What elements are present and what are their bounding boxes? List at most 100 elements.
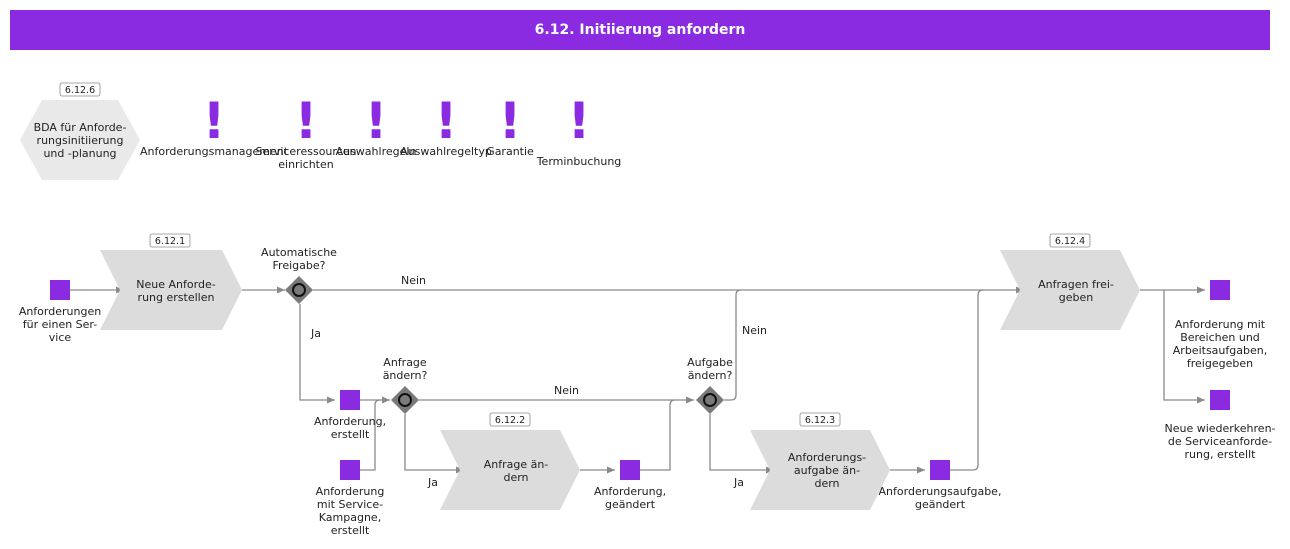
function-label: rung erstellen (138, 291, 215, 304)
edge-label-nein-2: Nein (554, 384, 579, 397)
hexagon-label-2: rungsinitiierung (37, 134, 124, 147)
event-label: de Serviceanforde- (1168, 435, 1272, 448)
function-shape (440, 430, 580, 510)
event-anforderung-kampagne[interactable]: Anforderung mit Service- Kampagne, erste… (316, 460, 385, 537)
id-badge (149, 233, 191, 248)
alert-label: Auswahlregeltyp (400, 145, 492, 158)
event-label: erstellt (331, 524, 370, 537)
alert-label: Serviceressourcen (256, 145, 357, 158)
gateway-or-icon (703, 393, 717, 407)
event-wiederkehrende-anforderung[interactable]: Neue wiederkehren- de Serviceanforde- ru… (1164, 390, 1276, 461)
event-label: geändert (915, 498, 966, 511)
edge-label-ja-2: Ja (427, 476, 438, 489)
flow-gw1-ja-to-created (299, 304, 335, 404)
event-anforderung-freigegeben[interactable]: Anforderung mit Bereichen und Arbeitsauf… (1173, 280, 1267, 370)
event-anforderungsaufgabe-geaendert[interactable]: Anforderungsaufgabe, geändert (879, 460, 1002, 511)
event-label: für einen Ser- (23, 318, 97, 331)
event-anforderungen-service[interactable]: Anforderungen für einen Ser- vice (19, 280, 101, 344)
event-label: Anforderung, (594, 485, 666, 498)
gateway-label: ändern? (688, 369, 733, 382)
gateway-aufgabe-aendern[interactable]: Aufgabe ändern? (687, 356, 733, 414)
event-label: Anforderungsaufgabe, (879, 485, 1002, 498)
event-anforderung-geaendert[interactable]: Anforderung, geändert (594, 460, 666, 511)
gateway-or-icon (398, 393, 412, 407)
alert-label: Auswahlregeln (336, 145, 417, 158)
event-square (340, 390, 360, 410)
event-square (1210, 390, 1230, 410)
id-badge (59, 82, 101, 97)
exclamation-icon: ! (365, 92, 388, 150)
connectors (70, 286, 1205, 474)
alert-label: Terminbuchung (536, 155, 622, 168)
event-label: Neue wiederkehren- (1164, 422, 1275, 435)
id-badge (489, 412, 531, 427)
alert-3[interactable]: ! Auswahlregeln (336, 92, 417, 158)
flow-gw2-ja-to-change (404, 414, 464, 474)
page-title: 6.12. Initiierung anfordern (10, 10, 1270, 50)
alert-2[interactable]: ! Serviceressourcen einrichten (256, 92, 357, 171)
edge-label-nein-1: Nein (401, 274, 426, 287)
gateway-anfrage-aendern[interactable]: Anfrage ändern? (383, 356, 428, 414)
hexagon-label-1: BDA für Anforde- (34, 121, 127, 134)
event-label: Kampagne, (319, 511, 381, 524)
function-id: 6.12.3 (805, 415, 835, 426)
function-label: Neue Anforde- (136, 278, 215, 291)
alert-1[interactable]: ! Anforderungsmanagement (140, 92, 289, 158)
flow-gw3-nein-up (724, 289, 742, 401)
flow-release-to-recurring (1163, 290, 1205, 404)
flow-taskchanged-up (950, 289, 984, 471)
exclamation-icon: ! (295, 92, 318, 150)
alert-4[interactable]: ! Auswahlregeltyp (400, 92, 492, 158)
function-label: geben (1059, 291, 1094, 304)
event-label: Anforderung mit (1175, 318, 1266, 331)
gateway-label: ändern? (383, 369, 428, 382)
event-square (340, 460, 360, 480)
event-label: rung, erstellt (1185, 448, 1257, 461)
function-anfragen-freigeben[interactable]: 6.12.4 Anfragen frei- geben (1000, 233, 1140, 330)
event-label: mit Service- (317, 498, 383, 511)
edge-label-ja-1: Ja (310, 327, 321, 340)
function-anforderungsaufgabe-aendern[interactable]: 6.12.3 Anforderungs- aufgabe än- dern (750, 412, 890, 510)
gateway-automatische-freigabe[interactable]: Automatische Freigabe? (261, 246, 337, 304)
gateway-diamond (285, 276, 313, 304)
gateway-label: Aufgabe (687, 356, 733, 369)
function-label: Anforderungs- (788, 451, 866, 464)
function-label: dern (503, 471, 528, 484)
function-id: 6.12.4 (1055, 236, 1085, 247)
exclamation-icon: ! (499, 92, 522, 150)
id-badge (1049, 233, 1091, 248)
alert-label: einrichten (278, 158, 333, 171)
function-label: Anfrage än- (484, 458, 549, 471)
function-anfrage-aendern[interactable]: 6.12.2 Anfrage än- dern (440, 412, 580, 510)
flow-changed-to-gw3 (640, 399, 676, 471)
event-anforderung-erstellt[interactable]: Anforderung, erstellt (314, 390, 386, 441)
alert-5[interactable]: ! Garantie (486, 92, 534, 158)
function-neue-anforderung[interactable]: 6.12.1 Neue Anforde- rung erstellen (100, 233, 242, 330)
event-label: Anforderung, (314, 415, 386, 428)
hexagon-id: 6.12.6 (65, 85, 95, 96)
function-label: aufgabe än- (794, 464, 860, 477)
exclamation-icon: ! (203, 92, 226, 150)
flow-gw3-ja-to-task (709, 414, 774, 474)
edge-label-nein-3: Nein (742, 324, 767, 337)
gateway-diamond (391, 386, 419, 414)
event-label: erstellt (331, 428, 370, 441)
exclamation-icon: ! (435, 92, 458, 150)
event-label: Bereichen und (1180, 331, 1260, 344)
event-square (1210, 280, 1230, 300)
function-id: 6.12.2 (495, 415, 525, 426)
event-label: vice (49, 331, 72, 344)
function-shape (750, 430, 890, 510)
function-label: Anfragen frei- (1038, 278, 1114, 291)
event-label: Arbeitsaufgaben, (1173, 344, 1267, 357)
event-label: freigegeben (1187, 357, 1253, 370)
hexagon-process-interface[interactable]: 6.12.6 BDA für Anforde- rungsinitiierung… (20, 82, 140, 180)
gateway-label: Anfrage (383, 356, 427, 369)
gateway-diamond (696, 386, 724, 414)
event-square (620, 460, 640, 480)
alert-6[interactable]: ! Terminbuchung (536, 92, 622, 168)
event-label: geändert (605, 498, 656, 511)
function-shape (1000, 250, 1140, 330)
gateway-label: Automatische (261, 246, 337, 259)
